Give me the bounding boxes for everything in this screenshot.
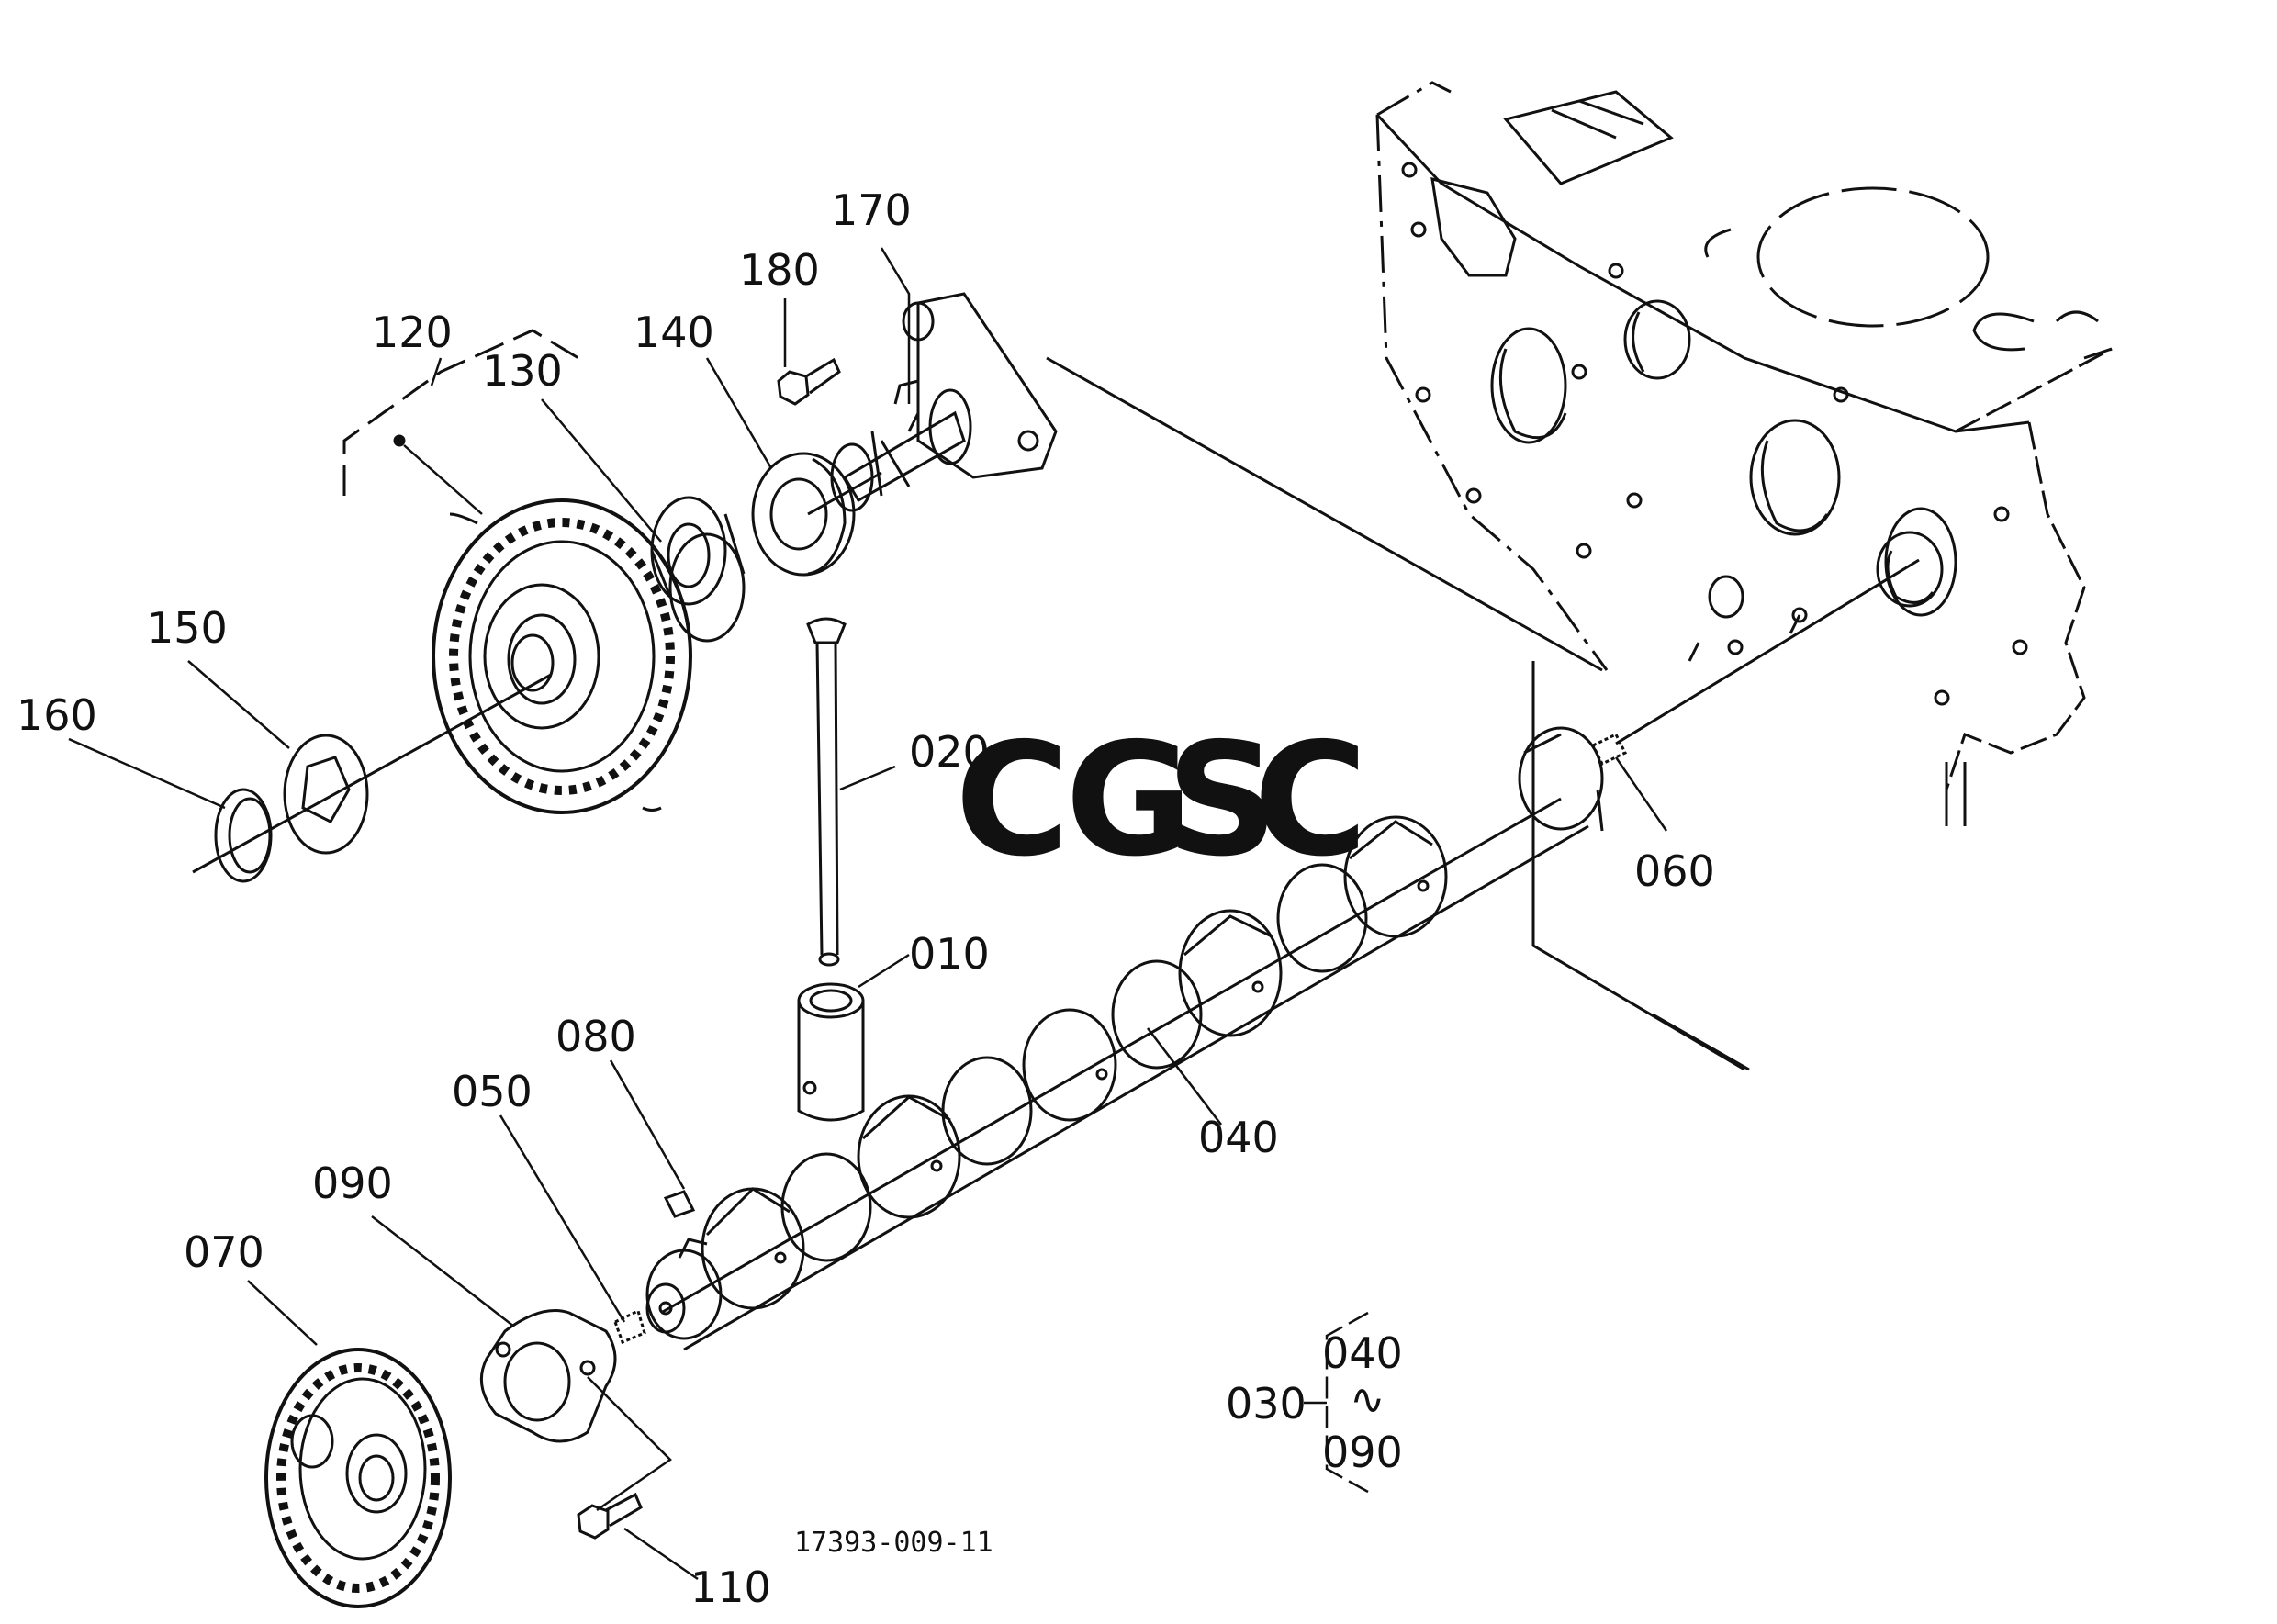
label-140: 140 — [634, 308, 714, 357]
push-rod-020 — [806, 617, 847, 967]
label-070: 070 — [184, 1227, 264, 1277]
bolt-110 — [577, 1492, 643, 1540]
label-020: 020 — [909, 727, 990, 777]
idle-gear-bracket — [342, 329, 579, 496]
label-range-to: 090 — [1322, 1428, 1403, 1477]
label-170: 170 — [831, 185, 912, 235]
label-130: 130 — [482, 346, 563, 396]
label-180: 180 — [739, 245, 820, 295]
drawing-code: 17393-009-11 — [794, 1527, 993, 1559]
label-030: 030 — [1226, 1379, 1307, 1428]
camshaft-axis — [1615, 558, 1920, 745]
camshaft-040 — [645, 726, 1604, 1351]
shaft-170 — [830, 292, 1058, 512]
plug-090 — [613, 1308, 646, 1344]
label-120: 120 — [372, 308, 453, 357]
bushing-130 — [650, 496, 746, 643]
tappet-010 — [797, 982, 865, 1122]
leader-lines — [68, 247, 1668, 1581]
part-labels: 170 180 120 130 140 150 160 020 010 060 … — [17, 185, 1715, 1612]
watermark-letter-s: S — [1166, 710, 1278, 891]
label-040: 040 — [1198, 1113, 1279, 1162]
thrust-plate-050 — [479, 1309, 617, 1443]
watermark: C G S C — [955, 710, 1368, 891]
label-090: 090 — [312, 1159, 393, 1208]
circlip-160 — [214, 788, 273, 883]
watermark-letter-g: G — [1065, 710, 1194, 891]
label-060: 060 — [1634, 846, 1715, 896]
cam-gear-070 — [264, 1348, 452, 1608]
watermark-letter-c1: C — [955, 710, 1070, 891]
idle-gear — [432, 498, 692, 814]
engine-block — [1375, 81, 2113, 826]
key-080 — [663, 1190, 696, 1218]
label-080: 080 — [555, 1012, 636, 1061]
camshaft-bore — [1884, 507, 1957, 617]
collar-140 — [751, 452, 856, 577]
section-line-lower-end — [1652, 1013, 1750, 1071]
label-110: 110 — [690, 1562, 771, 1612]
idle-gear-axis — [192, 673, 552, 874]
plug-060 — [1590, 733, 1628, 766]
bolt-180 — [777, 357, 841, 406]
label-050: 050 — [452, 1067, 533, 1116]
section-line — [1046, 356, 1603, 672]
label-150: 150 — [147, 603, 228, 653]
label-160: 160 — [17, 690, 97, 740]
label-range-mark: ∿ — [1350, 1374, 1385, 1424]
watermark-letter-c2: C — [1253, 710, 1368, 891]
thrust-washer-150 — [283, 734, 369, 855]
assembly-bracket — [1304, 1311, 1369, 1494]
label-range-from: 040 — [1322, 1328, 1403, 1378]
reference-dot — [393, 434, 406, 447]
label-010: 010 — [909, 929, 990, 979]
